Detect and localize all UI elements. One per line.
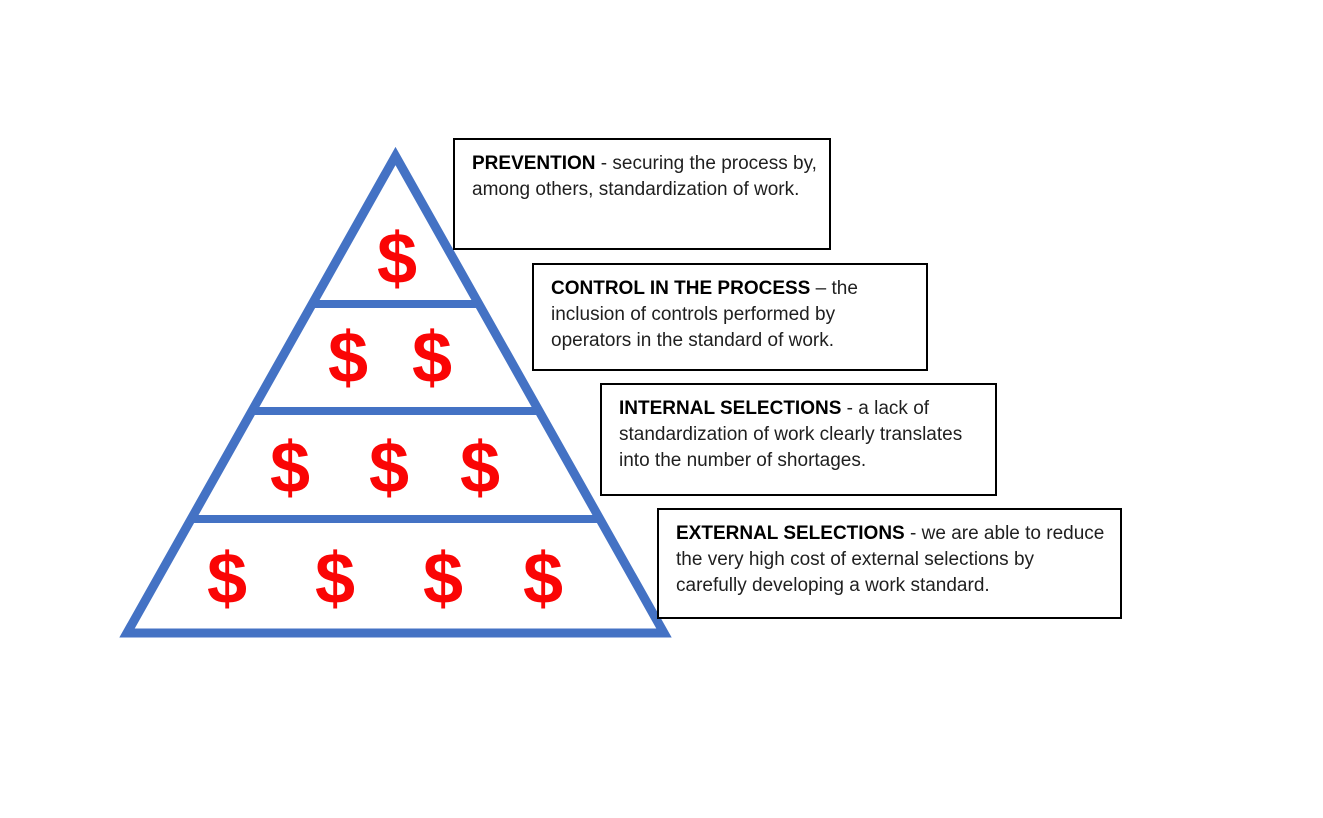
callout-control-in-the-process: CONTROL IN THE PROCESS – the inclusion o… [532, 263, 928, 371]
callout-external-separator: - [904, 523, 922, 544]
callout-prevention-separator: - [595, 153, 613, 174]
callout-prevention-body: securing the process by, among others, s… [472, 153, 817, 200]
callout-control-body: the inclusion of controls performed by o… [551, 278, 858, 351]
pyramid-outline [119, 146, 672, 638]
callout-external-selections: EXTERNAL SELECTIONS - we are able to red… [657, 508, 1122, 619]
callout-control-title: CONTROL IN THE PROCESS [551, 278, 811, 299]
callout-internal-title: INTERNAL SELECTIONS [619, 398, 842, 419]
callout-control-separator: – [810, 278, 832, 299]
callout-prevention-title: PREVENTION [472, 153, 596, 174]
callout-external-body: we are able to reduce the very high cost… [676, 523, 1105, 596]
callout-prevention: PREVENTION - securing the process by, am… [453, 138, 831, 250]
callout-internal-body: a lack of standardization of work clearl… [619, 398, 963, 471]
callout-internal-selections: INTERNAL SELECTIONS - a lack of standard… [600, 383, 997, 496]
callout-internal-separator: - [841, 398, 859, 419]
callout-external-title: EXTERNAL SELECTIONS [676, 523, 905, 544]
